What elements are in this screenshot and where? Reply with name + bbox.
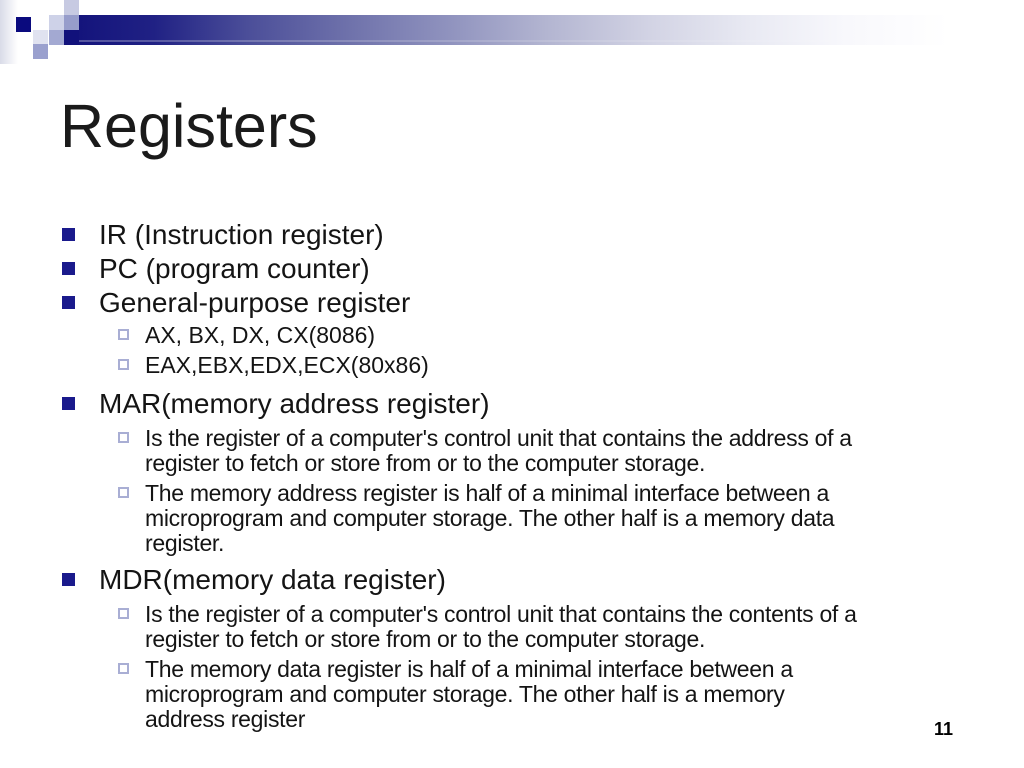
- list-subitem: EAX,EBX,EDX,ECX(80x86): [62, 350, 987, 380]
- text-line: register to fetch or store from or to th…: [145, 450, 706, 476]
- deco-square-medium: [49, 30, 64, 45]
- list-item-text: General-purpose register: [99, 287, 411, 318]
- text-line: The memory data register is half of a mi…: [145, 656, 793, 682]
- list-item-text: The memory address register is half of a…: [145, 480, 835, 556]
- hollow-square-bullet-icon: [118, 608, 129, 619]
- list-item-text: Is the register of a computer's control …: [145, 426, 852, 476]
- list-item-text: IR (Instruction register): [99, 219, 384, 250]
- list-item: IR (Instruction register): [62, 218, 987, 252]
- text-line: Is the register of a computer's control …: [145, 425, 852, 451]
- list-item: MAR(memory address register): [62, 387, 987, 421]
- hollow-square-bullet-icon: [118, 359, 129, 370]
- hollow-square-bullet-icon: [118, 329, 129, 340]
- deco-square-medium: [33, 44, 48, 59]
- list-item-text: PC (program counter): [99, 253, 370, 284]
- list-item-text: EAX,EBX,EDX,ECX(80x86): [145, 352, 429, 378]
- list-item-text: MAR(memory address register): [99, 388, 490, 419]
- list-subitem: Is the register of a computer's control …: [62, 426, 987, 476]
- text-line: The memory address register is half of a…: [145, 480, 829, 506]
- list-subitem: The memory data register is half of a mi…: [62, 657, 987, 732]
- page-number: 11: [934, 719, 954, 739]
- deco-square-medium: [64, 15, 79, 30]
- deco-square-pale: [33, 30, 48, 45]
- filled-square-bullet-icon: [62, 228, 75, 241]
- deco-square-lavender: [64, 0, 79, 15]
- list-item-text: Is the register of a computer's control …: [145, 602, 857, 652]
- text-line: register to fetch or store from or to th…: [145, 626, 706, 652]
- hollow-square-bullet-icon: [118, 487, 129, 498]
- left-edge-gradient: [0, 0, 20, 64]
- deco-square-navy: [64, 30, 79, 45]
- text-line: register.: [145, 530, 225, 556]
- slide-body: IR (Instruction register) PC (program co…: [62, 218, 987, 737]
- filled-square-bullet-icon: [62, 573, 75, 586]
- list-subitem: The memory address register is half of a…: [62, 481, 987, 556]
- list-item-text: MDR(memory data register): [99, 564, 446, 595]
- deco-square-lavender: [49, 15, 64, 30]
- deco-square-navy: [16, 17, 31, 32]
- list-subitem: AX, BX, DX, CX(8086): [62, 320, 987, 350]
- filled-square-bullet-icon: [62, 296, 75, 309]
- header-gradient-bar: [79, 15, 1014, 45]
- list-item: General-purpose register: [62, 286, 987, 320]
- list-item-text: AX, BX, DX, CX(8086): [145, 322, 376, 348]
- text-line: address register: [145, 706, 306, 732]
- slide-title: Registers: [60, 92, 318, 160]
- text-line: Is the register of a computer's control …: [145, 601, 857, 627]
- hollow-square-bullet-icon: [118, 663, 129, 674]
- filled-square-bullet-icon: [62, 397, 75, 410]
- text-line: microprogram and computer storage. The o…: [145, 505, 835, 531]
- list-subitem: Is the register of a computer's control …: [62, 602, 987, 652]
- hollow-square-bullet-icon: [118, 432, 129, 443]
- list-item: MDR(memory data register): [62, 563, 987, 597]
- text-line: microprogram and computer storage. The o…: [145, 681, 785, 707]
- filled-square-bullet-icon: [62, 262, 75, 275]
- list-item-text: The memory data register is half of a mi…: [145, 657, 793, 732]
- list-item: PC (program counter): [62, 252, 987, 286]
